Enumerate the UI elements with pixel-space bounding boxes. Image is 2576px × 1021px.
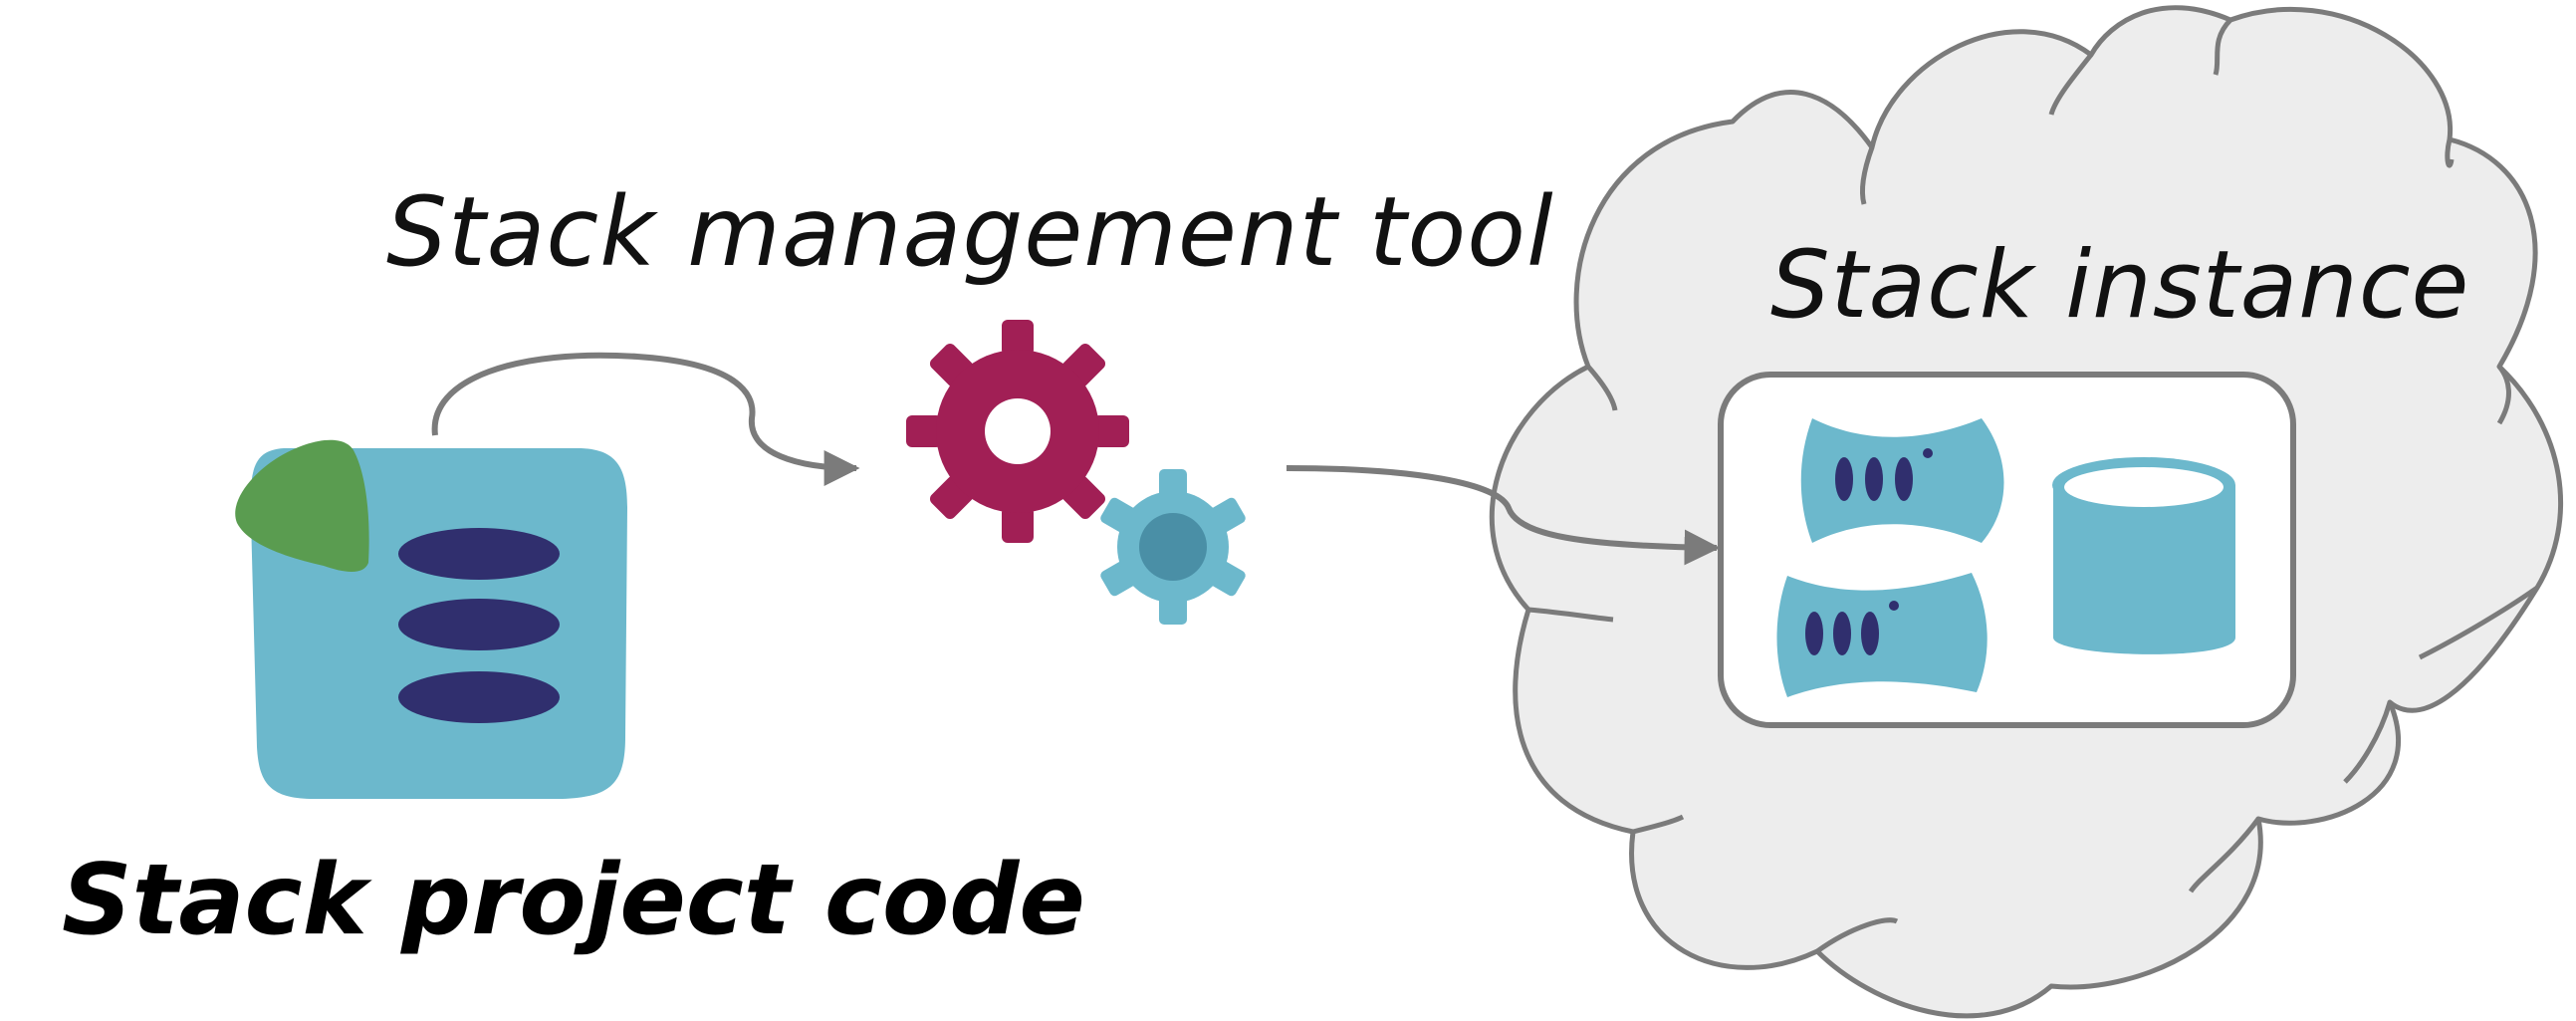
tool-label: Stack management tool — [386, 176, 1554, 288]
server-icon — [1800, 418, 2004, 543]
server-icon — [1776, 573, 1988, 697]
arrow-code-to-tool — [431, 352, 860, 486]
gears-icon — [906, 320, 1246, 625]
instance-label: Stack instance — [1770, 231, 2470, 340]
stack-project-code-icon — [235, 439, 627, 799]
arrow-tool-to-instance — [1286, 465, 1721, 566]
code-label: Stack project code — [62, 844, 1085, 957]
database-icon — [2052, 457, 2235, 654]
